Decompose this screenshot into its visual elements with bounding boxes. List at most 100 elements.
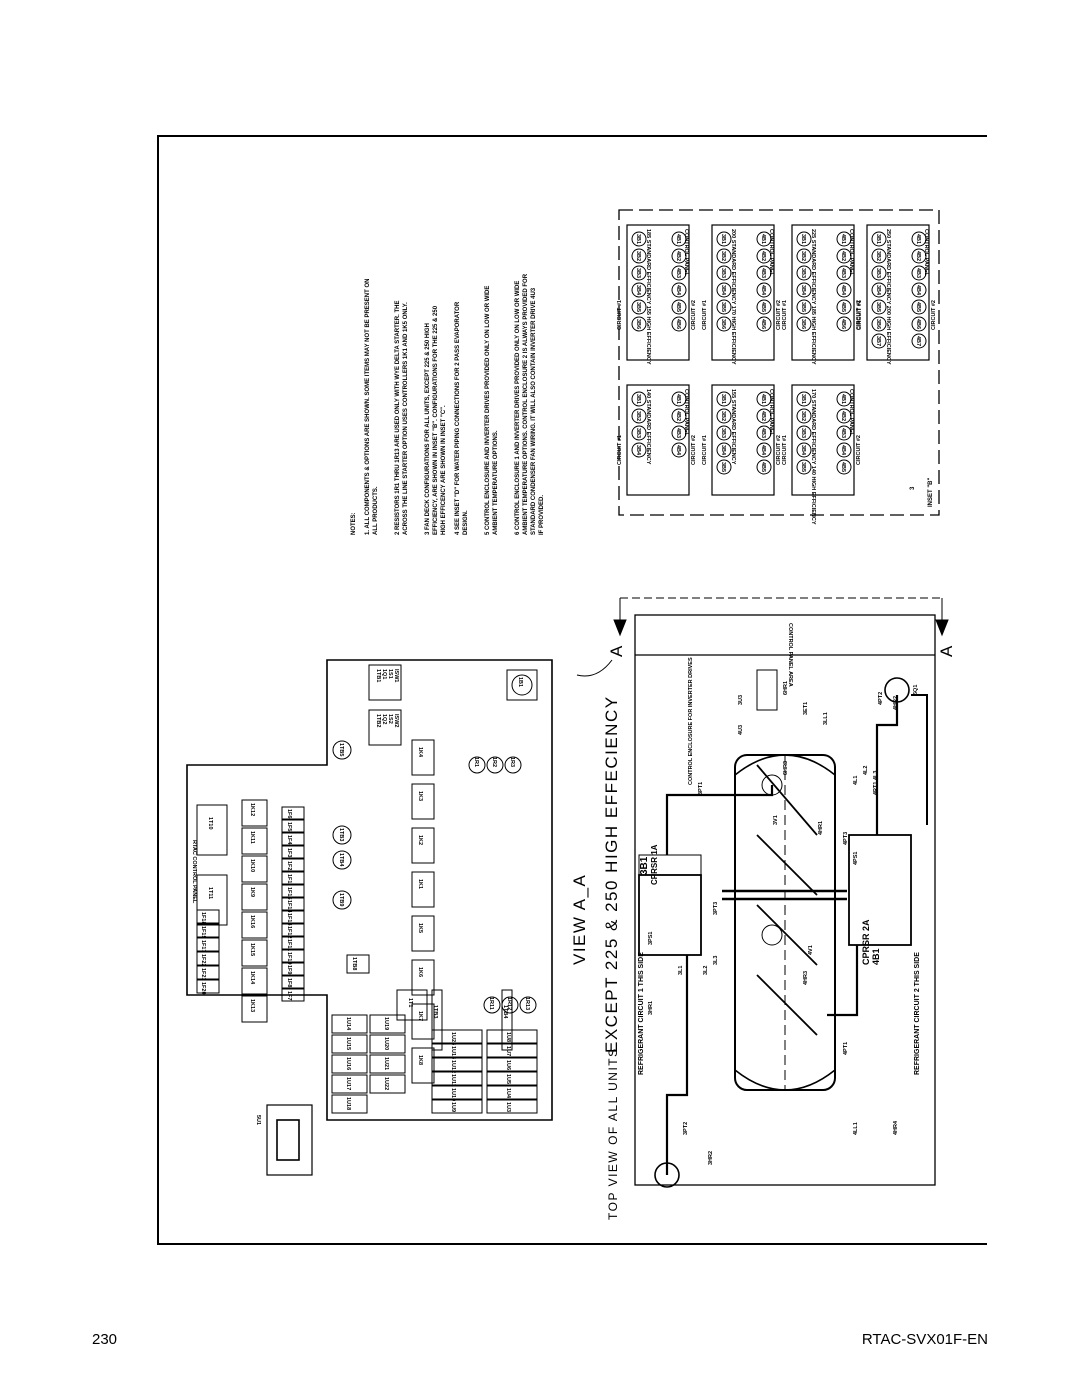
resistor-1R3: 1R3 xyxy=(509,757,515,767)
wiring-diagram: RTAC CONTROL PANEL 1F181F191F171F221F211… xyxy=(186,209,956,1220)
notes: NOTES: 1. ALL COMPONENTS & OPTIONS ARE S… xyxy=(351,273,545,535)
fan-2-4B1: 4B1 xyxy=(840,394,846,404)
notes-heading: NOTES: xyxy=(351,512,357,535)
fan-0-4B2: 4B2 xyxy=(675,411,681,421)
contactor-1K13: 1K13 xyxy=(249,999,255,1012)
module-1U4: 1U4 xyxy=(505,1088,511,1099)
tb-main-0-1: 1Q1 xyxy=(381,669,387,679)
tag-6HR3: 6HR3 xyxy=(783,761,789,775)
inset-circuit2-1: CIRCUIT #2 xyxy=(776,435,782,465)
fan-0-3B2: 3B2 xyxy=(635,411,641,421)
tag-4PS1: 4PS1 xyxy=(853,852,859,865)
fan-0-3B4: 3B4 xyxy=(635,445,641,456)
module-1U11: 1U11 xyxy=(450,1074,456,1087)
fan-1-4B2: 4B2 xyxy=(760,411,766,421)
transformer-1T10: 1T10 xyxy=(207,817,213,830)
fuse-1F18: 1F18 xyxy=(200,912,206,925)
note-1-line-2: ALL PRODUCTS. xyxy=(373,486,379,535)
note-6-line-3: STANDARD CONDENSER FAN WIRING. IT WILL A… xyxy=(531,287,537,535)
relay-1K6: 1K6 xyxy=(417,967,423,977)
fan-6-3B7: 3B7 xyxy=(875,336,881,346)
note-2-line-1: 2 RESISTORS 1R1 THRU 1R13 ARE USED ONLY … xyxy=(395,301,401,535)
note-4-line-1: 4 SEE INSET "D" FOR WATER PIPING CONNECT… xyxy=(455,301,461,535)
inset-name: INSET "B" xyxy=(928,477,934,507)
relay-1K5: 1K5 xyxy=(417,923,423,933)
fan-0-3B1: 3B1 xyxy=(635,394,641,404)
tag-3U3: 3U3 xyxy=(738,695,744,705)
fan-3-3B2: 3B2 xyxy=(635,251,641,261)
tb-1TB9: 1TB9 xyxy=(338,893,344,906)
relay-1K1: 1K1 xyxy=(417,879,423,889)
module-1U22: 1U22 xyxy=(383,1077,389,1090)
fan-6-4B2: 4B2 xyxy=(915,251,921,261)
inset-circuit2-4: CIRCUIT #2 xyxy=(776,300,782,330)
circuit1-label: REFRIGERANT CIRCUIT 1 THIS SIDE xyxy=(638,952,645,1075)
module-1U15: 1U15 xyxy=(345,1037,351,1050)
fan-5-3B2: 3B2 xyxy=(800,251,806,261)
tag-4PT3: 4PT3 xyxy=(843,832,849,845)
fan-1-3B4: 3B4 xyxy=(720,445,726,456)
label-5u1: 5U1 xyxy=(255,1115,261,1125)
inset-circuit2-6: CIRCUIT #2 xyxy=(931,300,937,330)
tag-4L1: 4L1 xyxy=(853,776,859,785)
page-number: 230 xyxy=(92,1331,118,1348)
tb-main-0-3: ISW1 xyxy=(393,669,399,682)
inset-config-label-3: 185 STANDARD EFFICIENCY 155 HIGH EFFICIE… xyxy=(645,229,651,365)
fan-4-4B5: 4B5 xyxy=(760,302,766,312)
tag-4PT2: 4PT2 xyxy=(878,692,884,705)
fuse-1F6: 1F6 xyxy=(286,809,292,818)
module-1U13: 1U13 xyxy=(450,1046,456,1059)
relay-1K2: 1K2 xyxy=(417,835,423,845)
fan-4-3B2: 3B2 xyxy=(720,251,726,261)
inset-circuit2-3: CIRCUIT #2 xyxy=(691,300,697,330)
fan-0-3B3: 3B3 xyxy=(635,428,641,438)
fan-1-4B1: 4B1 xyxy=(760,394,766,404)
tb-main-0-0: 1TB1 xyxy=(375,669,381,682)
inset-config-label-5: 225 STANDARD EFFICIENCY 185 HIGH EFFICIE… xyxy=(810,229,816,365)
fuse-1F15: 1F15 xyxy=(286,887,292,900)
contactor-1K10: 1K10 xyxy=(249,859,255,872)
fan-6-3B4: 3B4 xyxy=(875,285,881,296)
drawing-frame xyxy=(157,135,987,1245)
tb-1TB3: 1TB3 xyxy=(338,828,344,841)
fan-4-4B1: 4B1 xyxy=(760,234,766,244)
module-1U14: 1U14 xyxy=(345,1017,351,1031)
note-2-line-2: ACROSS THE LINE STARTER OPTION USES CONT… xyxy=(403,302,409,535)
module-1U10: 1U10 xyxy=(450,1088,456,1101)
resistor-1R12: 1R12 xyxy=(506,997,512,1010)
fan-3-4B4: 4B4 xyxy=(675,285,681,296)
fan-6-3B6: 3B6 xyxy=(875,319,881,329)
inset-circuit2-0: CIRCUIT #2 xyxy=(691,435,697,465)
tag-3L1: 3L1 xyxy=(678,966,684,975)
fan-6-4B7: 4B7 xyxy=(915,336,921,346)
fan-5-4B5: 4B5 xyxy=(840,302,846,312)
note-6-line-4: IF PROVIDED. xyxy=(539,495,545,535)
resistor-1R11: 1R11 xyxy=(488,997,494,1010)
resistor-1R1: 1R1 xyxy=(473,757,479,767)
fan-6-4B1: 4B1 xyxy=(915,234,921,244)
inset-control-panel-5: CONTROL PANEL xyxy=(848,229,854,276)
module-1U18: 1U18 xyxy=(345,1097,351,1110)
fan-0-4B3: 4B3 xyxy=(675,428,681,438)
fan-2-3B3: 3B3 xyxy=(800,428,806,438)
fuse-1F1: 1F1 xyxy=(286,874,292,883)
tb-main-1-1: 1Q2 xyxy=(381,714,387,724)
contactor-1K12: 1K12 xyxy=(249,803,255,816)
fan-3-4B3: 4B3 xyxy=(675,268,681,278)
fan-2-3B4: 3B4 xyxy=(800,445,806,456)
fuse-1F14: 1F14 xyxy=(286,900,292,913)
module-1U9: 1U9 xyxy=(450,1102,456,1112)
inset-circuit1-4: CIRCUIT #1 xyxy=(702,300,708,330)
relay-1K3: 1K3 xyxy=(417,791,423,801)
tag-4L2: 4L2 xyxy=(863,766,869,775)
fan-4-4B4: 4B4 xyxy=(760,285,766,296)
inset-control-panel-4: CONTROL PANEL xyxy=(768,229,774,276)
tag-4U3: 4U3 xyxy=(738,725,744,735)
compressor1-label: CPRSR 1A xyxy=(650,844,659,885)
transformer-1T11: 1T11 xyxy=(207,887,213,899)
bus-1TB4: 1TB4 xyxy=(502,1005,508,1019)
fuse-1F19: 1F19 xyxy=(200,926,206,939)
tag-6HR1: 6HR1 xyxy=(783,681,789,695)
tag-3PS1: 3PS1 xyxy=(648,932,654,945)
module-1U17: 1U17 xyxy=(345,1077,351,1090)
